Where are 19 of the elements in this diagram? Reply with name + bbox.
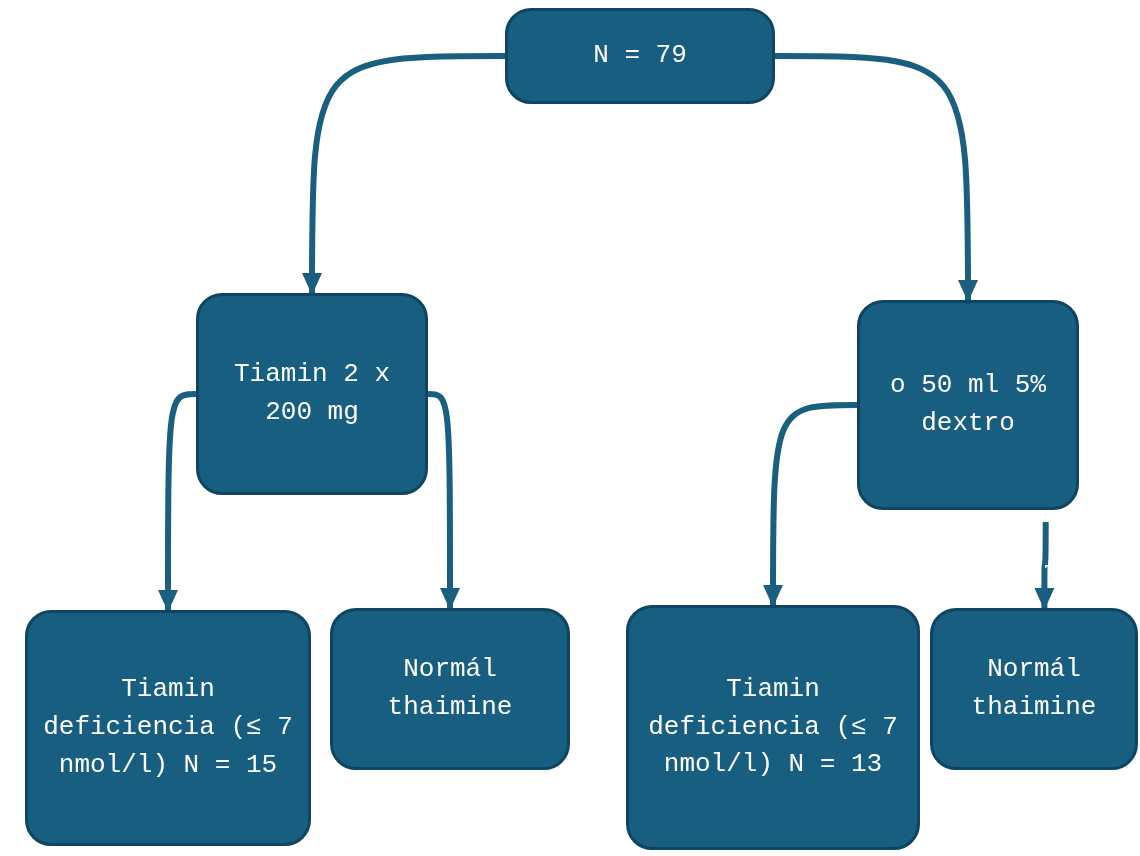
node-text: Normál thaimine	[970, 653, 1098, 724]
arrow	[158, 391, 197, 612]
rounded-box	[857, 300, 1079, 510]
rounded-box	[930, 608, 1138, 770]
rounded-box	[25, 610, 311, 846]
node-text: Normál thaimine	[386, 653, 514, 724]
node-text: Tiamin deficiencia (≤ 7 nmol/l) N = 15	[42, 673, 294, 782]
node-text: N = 79	[592, 39, 688, 73]
rounded-box	[626, 605, 920, 850]
arrow	[775, 53, 978, 302]
arrow	[427, 391, 460, 610]
rounded-box	[505, 8, 775, 104]
rounded-box	[196, 293, 428, 495]
node-text: Tiamin deficiencia (≤ 7 nmol/l) N = 13	[647, 672, 899, 782]
arrow	[763, 402, 858, 607]
rounded-box	[330, 608, 570, 770]
node-text: Tiamin 2 x 200 mg	[233, 358, 391, 429]
arrow	[302, 53, 505, 295]
node-text: o 50 ml 5% dextro	[889, 369, 1047, 440]
